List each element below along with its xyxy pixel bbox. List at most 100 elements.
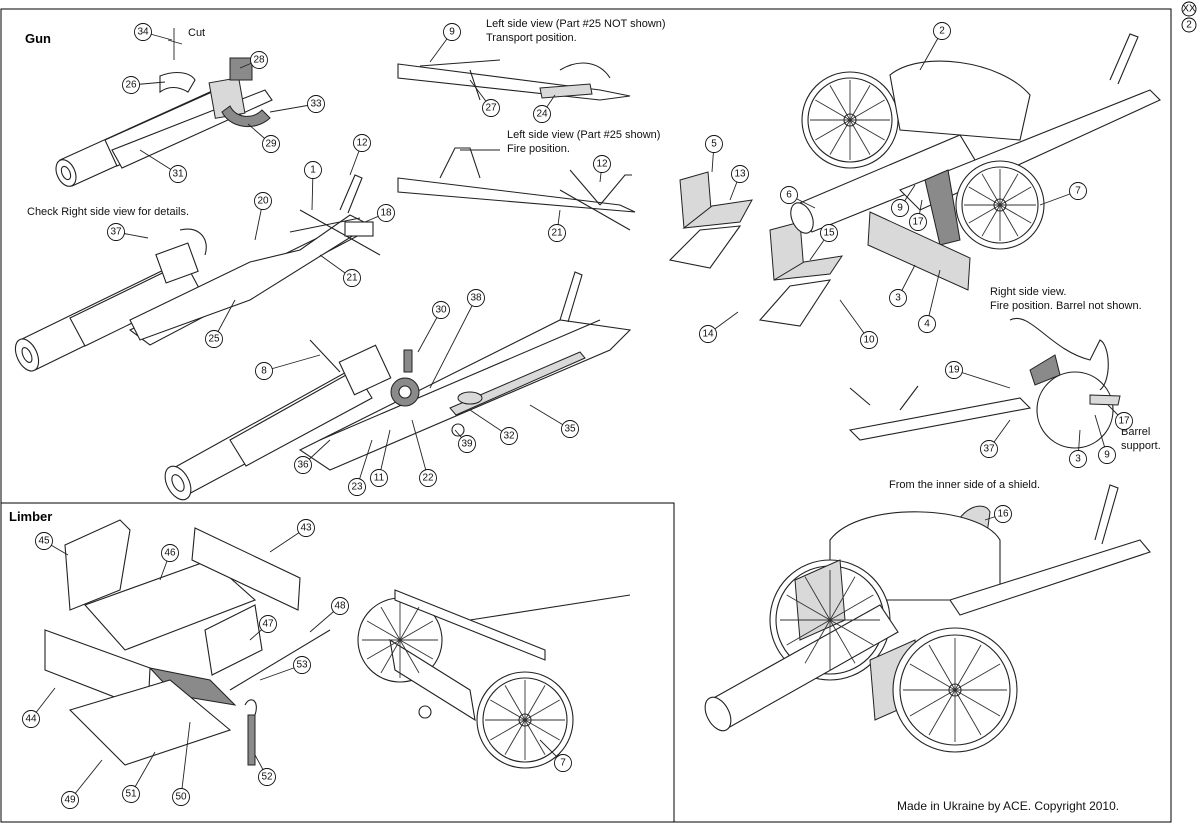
callout-number: 14 (702, 329, 714, 340)
callout-circle (122, 785, 140, 803)
callout-circle (377, 204, 395, 222)
callout-number: 47 (262, 619, 274, 630)
callout-circle (307, 95, 325, 113)
callout-number: 23 (351, 482, 363, 493)
callout-circle (331, 597, 349, 615)
limber-assembled (357, 589, 631, 769)
callout-circle (548, 224, 566, 242)
callout-circle (933, 22, 951, 40)
wheel-spokes (903, 638, 1007, 742)
callout-number: 8 (261, 366, 267, 377)
callout-number: 11 (374, 473, 385, 484)
callout-number: 21 (346, 273, 358, 284)
callout-number: 15 (823, 228, 835, 239)
callout-circle (250, 51, 268, 69)
callout-circle (259, 615, 277, 633)
left-side-transport (397, 59, 631, 101)
callout-number: 22 (422, 473, 434, 484)
callout-number: 7 (560, 758, 566, 769)
callout-number: 35 (564, 424, 576, 435)
callout-circle (891, 199, 909, 217)
callout-number: 18 (380, 208, 392, 219)
callout-number: 19 (948, 365, 960, 376)
callout-circle (297, 519, 315, 537)
gun-with-shield-view (704, 484, 1151, 753)
wheel-spokes (780, 570, 880, 670)
callout-number: 43 (300, 523, 312, 534)
callout-number: 50 (175, 792, 187, 803)
callout-circle (172, 788, 190, 806)
gun-lower-view (164, 271, 632, 501)
callout-number: 1 (310, 165, 316, 176)
note-right-side-2: Fire position. Barrel not shown. (990, 300, 1142, 312)
callout-circle (254, 192, 272, 210)
callout-circle (255, 362, 273, 380)
callout-circle (1115, 412, 1133, 430)
callout-number: 9 (449, 27, 455, 38)
callout-number: 12 (356, 138, 368, 149)
callout-number: 45 (38, 536, 50, 547)
wheel-spokes (362, 602, 438, 678)
callout-circle (294, 456, 312, 474)
gun-section-title: Gun (25, 31, 51, 46)
wheel-spokes (810, 80, 890, 160)
callout-circle (370, 469, 388, 487)
callout-number: 5 (711, 139, 717, 150)
note-left-fire-2: Fire position. (507, 143, 570, 155)
callout-leader (926, 269, 941, 325)
callout-circle (780, 186, 798, 204)
limber-section-title: Limber (9, 509, 52, 524)
callout-circle (22, 710, 40, 728)
callout-number: 53 (296, 660, 308, 671)
callout-number: 3 (1075, 454, 1081, 465)
callout-circle (304, 161, 322, 179)
page-marker-top: XX (1182, 4, 1196, 15)
callout-number: 28 (253, 55, 265, 66)
callout-number: 4 (924, 319, 930, 330)
seat-parts (668, 171, 844, 327)
callout-circle (458, 435, 476, 453)
gun-left-view (14, 174, 381, 372)
right-side-view (848, 317, 1121, 449)
callout-circle (419, 469, 437, 487)
callout-number: 20 (257, 196, 269, 207)
note-left-transport-2: Transport position. (486, 32, 577, 44)
callout-circle (889, 289, 907, 307)
callout-circle (1069, 182, 1087, 200)
callout-circle (262, 135, 280, 153)
callout-leader (429, 297, 477, 389)
callout-circle (134, 23, 152, 41)
callout-number: 32 (503, 431, 515, 442)
part-callouts: 3426283329319272412211121820372125303883… (22, 22, 1133, 809)
callout-circle (500, 427, 518, 445)
callout-number: 16 (997, 509, 1009, 520)
callout-number: 9 (897, 203, 903, 214)
note-cut: Cut (188, 27, 205, 39)
callout-circle (169, 165, 187, 183)
note-barrel-support-2: support. (1121, 440, 1161, 452)
callout-number: 9 (1104, 450, 1110, 461)
callout-circle (353, 134, 371, 152)
callout-leader (263, 354, 321, 372)
callout-circle (561, 420, 579, 438)
callout-circle (107, 223, 125, 241)
callout-number: 37 (983, 444, 995, 455)
callout-circle (994, 505, 1012, 523)
wheel-spokes (485, 680, 565, 760)
callout-circle (731, 165, 749, 183)
callout-number: 10 (863, 335, 875, 346)
callout-number: 36 (297, 460, 309, 471)
callout-number: 49 (64, 795, 76, 806)
callout-circle (35, 532, 53, 550)
callout-number: 46 (164, 548, 176, 559)
callout-circle (533, 105, 551, 123)
callout-circle (293, 656, 311, 674)
callout-number: 25 (208, 334, 220, 345)
callout-circle (820, 224, 838, 242)
callout-number: 24 (536, 109, 548, 120)
callout-circle (348, 478, 366, 496)
callout-number: 6 (786, 190, 792, 201)
callout-circle (432, 301, 450, 319)
callout-circle (161, 544, 179, 562)
note-shield-inner: From the inner side of a shield. (889, 479, 1040, 491)
